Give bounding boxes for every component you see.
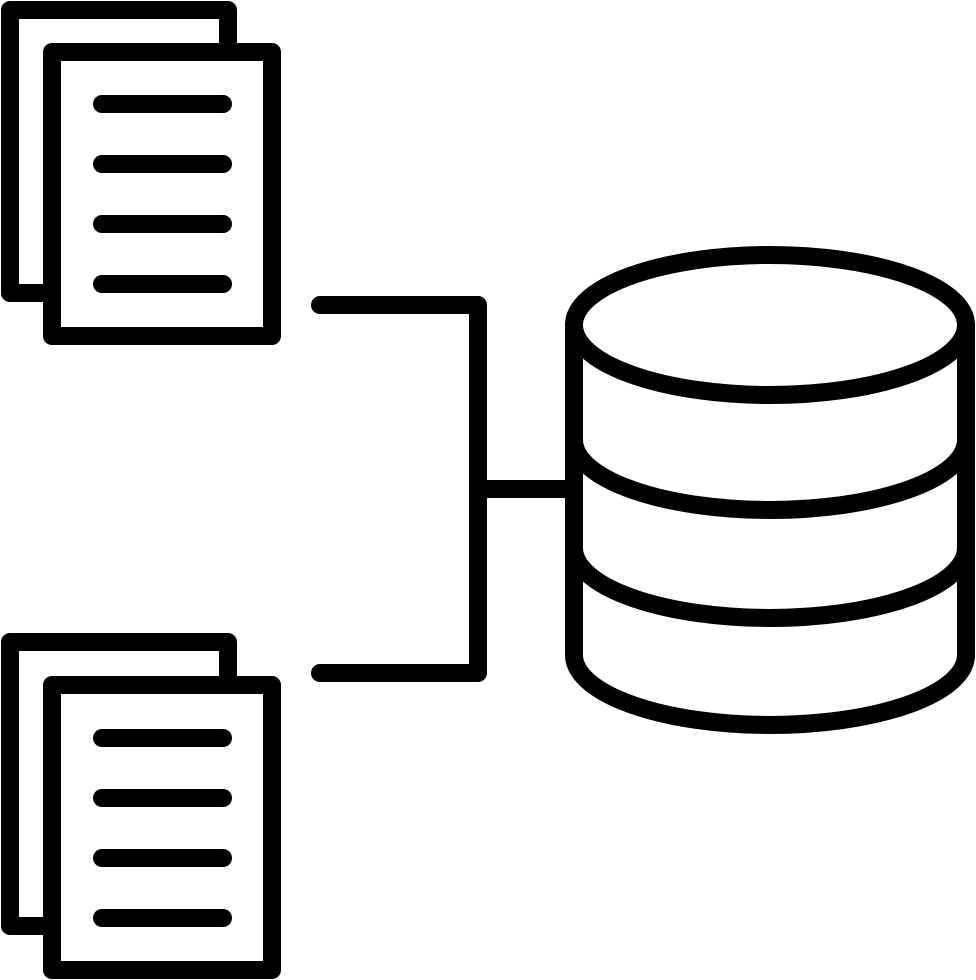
document-stack-bottom-icon: [1, 633, 281, 979]
text-lines-top: [93, 95, 232, 293]
connector-lines-icon: [311, 296, 575, 682]
database-cylinder-icon: [565, 246, 975, 734]
front-page-top: [43, 43, 281, 345]
back-page-top: [1, 1, 237, 302]
front-page-bottom: [43, 676, 281, 979]
connector-bracket: [311, 296, 487, 682]
database-body: [565, 316, 975, 734]
database-ring-2: [565, 539, 975, 627]
database-ring-1: [565, 431, 975, 519]
back-page-bottom: [1, 633, 237, 935]
text-lines-bottom: [93, 729, 232, 927]
document-stack-top-icon: [1, 1, 281, 345]
database-top-ellipse: [565, 246, 975, 404]
